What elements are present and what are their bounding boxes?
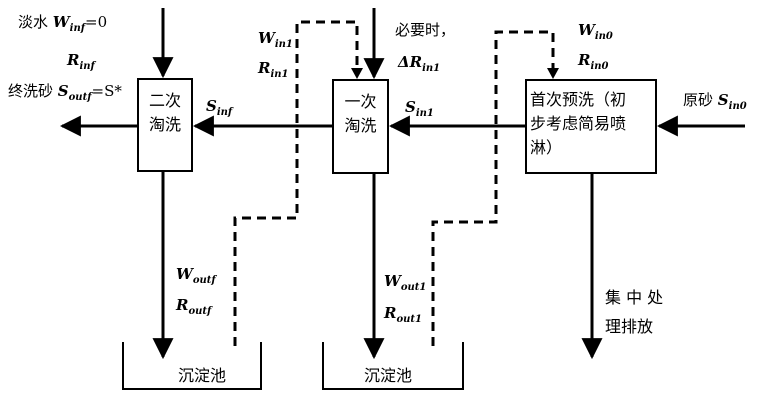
recycle-to-first-wash-arrowhead [351,68,363,79]
delta-r-var: ΔR [398,53,423,71]
when-needed-label: 必要时， [395,21,456,39]
prewash-label: 首次预洗（初 步考虑简易喷 淋） [530,88,654,160]
r-out1-label: Rout1 [384,305,422,328]
first-wash-box [332,79,389,174]
w-in1-label: Win1 [258,30,293,53]
r-in1-label: Rin1 [258,60,289,83]
prewash-line3: 淋） [530,138,563,157]
final-sand-eq: =S* [91,82,122,100]
w-out1-var: W [384,272,401,290]
raw-sand-var: S [717,91,729,109]
raw-sand-sub: in0 [728,101,747,112]
w-in1-sub: in1 [274,39,293,50]
central-treatment-line2: 理排放 [605,317,654,336]
middle-basin-label: 沉淀池 [364,366,413,385]
r-outf-var: R [176,296,189,314]
fresh-water-eq: =0 [85,13,108,31]
recycle-to-prewash-dashed [431,30,555,346]
r-in1-sub: in1 [270,69,289,80]
r-inf-var: R [67,51,80,69]
second-wash-label: 二次 淘洗 [138,89,192,137]
r-outf-label: Routf [176,297,211,320]
r-in0-label: Rin0 [578,52,609,75]
raw-sand-text: 原砂 [683,91,714,109]
first-wash-label: 一次 淘洗 [333,90,388,138]
r-outf-sub: outf [188,306,212,317]
middle-basin [322,342,464,390]
fresh-water-sub: inf [69,23,86,34]
w-outf-label: Woutf [176,266,216,289]
r-in0-sub: in0 [590,61,609,72]
delta-r-sub: in1 [422,63,441,74]
final-sand-label: 终洗砂 Soutf=S* [8,83,122,106]
raw-sand-label: 原砂 Sin0 [683,92,747,115]
s-inf-sub: inf [216,107,233,118]
first-wash-line1: 一次 [344,92,377,111]
s-in1-sub: in1 [415,108,434,119]
r-out1-sub: out1 [396,314,422,325]
left-basin [122,342,262,390]
s-in1-label: Sin1 [405,99,434,122]
final-sand-var: S [57,82,69,100]
central-treatment-line1: 集 中 处 [605,288,664,307]
recycle-to-prewash-arrowhead [547,68,559,79]
final-sand-text: 终洗砂 [8,82,54,100]
w-out1-label: Wout1 [384,273,426,296]
r-inf-label: Rinf [67,52,95,75]
second-wash-line2: 淘洗 [148,115,181,134]
r-inf-sub: inf [79,61,95,72]
w-in0-label: Win0 [578,22,613,45]
prewash-line2: 步考虑简易喷 [530,114,627,133]
fresh-water-var: W [52,13,70,31]
w-outf-var: W [176,265,193,283]
prewash-line1: 首次预洗（初 [530,90,627,109]
w-in0-sub: in0 [594,31,613,42]
second-wash-line1: 二次 [148,91,181,110]
recycle-to-first-wash-dashed [233,20,359,346]
left-basin-label: 沉淀池 [178,366,227,385]
r-out1-var: R [384,304,397,322]
delta-r-label: ΔRin1 [398,54,440,77]
fresh-water-label: 淡水 Winf=0 [18,14,107,37]
w-outf-sub: outf [192,275,216,286]
first-wash-line2: 淘洗 [344,116,377,135]
w-out1-sub: out1 [400,282,427,293]
r-in0-var: R [578,51,591,69]
s-inf-var: S [206,97,217,115]
r-in1-var: R [258,59,271,77]
s-in1-var: S [405,98,416,116]
prewash-box [525,79,657,174]
final-sand-sub: outf [68,92,92,103]
s-inf-label: Sinf [206,98,232,121]
w-in1-var: W [258,29,275,47]
fresh-water-text: 淡水 [18,13,49,31]
w-in0-var: W [578,21,595,39]
